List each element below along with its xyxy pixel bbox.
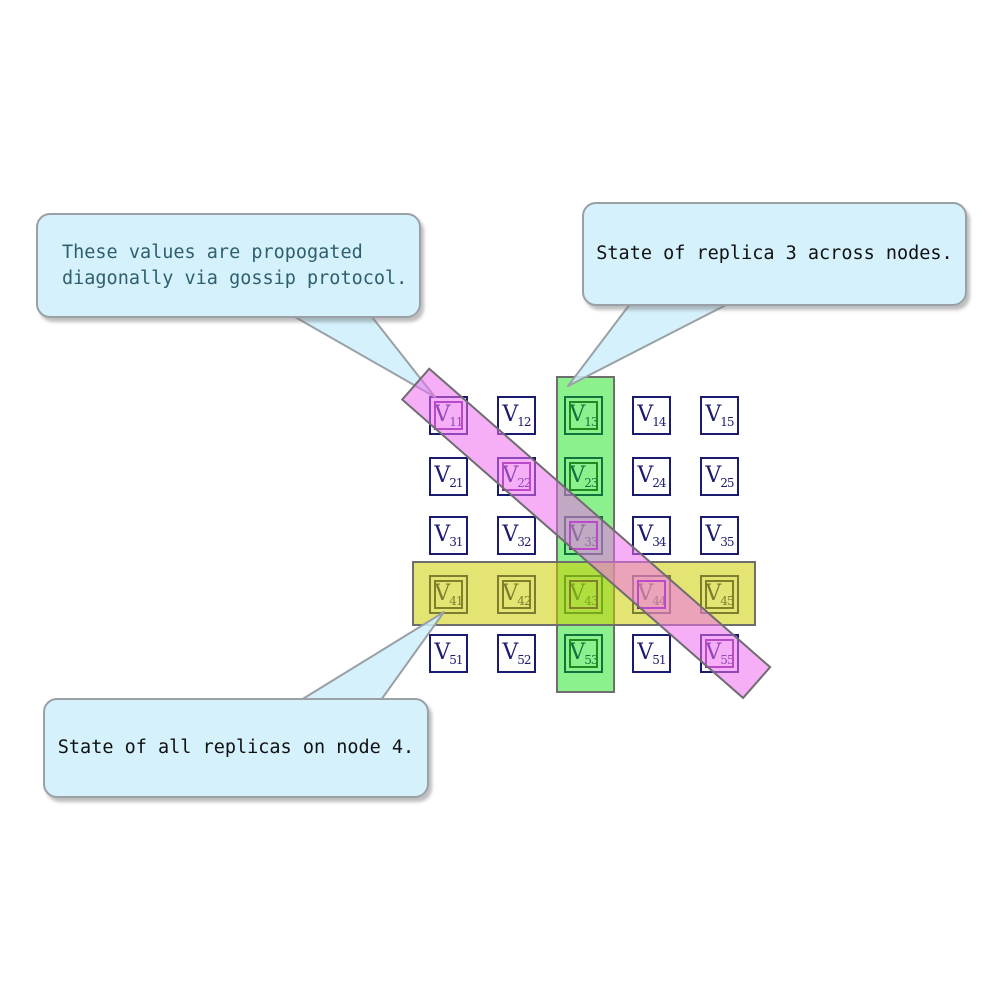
matrix-cell-r3c4: V34 <box>632 516 671 555</box>
matrix-cell-r2c5: V25 <box>700 457 739 496</box>
matrix-cell-r2c1: V21 <box>429 457 468 496</box>
replica-callout-tail <box>567 303 729 387</box>
cell-highlight-inner-box <box>502 580 531 609</box>
cell-label: V51 <box>434 639 463 667</box>
cell-label: V31 <box>434 521 463 549</box>
matrix-cell-r3c5: V35 <box>700 516 739 555</box>
callout-replica-3: State of replica 3 across nodes. <box>582 202 967 306</box>
callout-node-4: State of all replicas on node 4. <box>43 698 429 798</box>
cell-label: V32 <box>502 521 531 549</box>
cell-highlight-inner-box <box>569 580 598 609</box>
cell-label: V35 <box>705 521 734 549</box>
cell-highlight-inner-box <box>705 580 734 609</box>
cell-highlight-inner-box <box>569 639 598 668</box>
cell-label: V34 <box>637 521 666 549</box>
callout-replica-line-1: State of replica 3 across nodes. <box>596 243 953 264</box>
callout-gossip-line-1: These values are propogated <box>62 241 363 263</box>
cell-label: V53 <box>569 639 598 667</box>
callout-gossip-protocol: These values are propogated diagonally v… <box>36 213 421 318</box>
matrix-cell-r1c2: V12 <box>497 396 536 435</box>
cell-label: V14 <box>637 401 666 429</box>
cell-label: V13 <box>569 401 598 429</box>
cell-highlight-inner-box <box>569 401 598 430</box>
matrix-cell-r3c2: V32 <box>497 516 536 555</box>
cell-label: V51 <box>637 639 666 667</box>
callout-gossip-line-2: diagonally via gossip protocol. <box>62 267 408 289</box>
matrix-cell-r2c4: V24 <box>632 457 671 496</box>
cell-highlight-inner-box <box>434 580 463 609</box>
matrix-cell-r1c4: V14 <box>632 396 671 435</box>
matrix-cell-r5c1: V51 <box>429 634 468 673</box>
callout-node-line-1: State of all replicas on node 4. <box>57 737 415 758</box>
cell-label: V21 <box>434 462 463 490</box>
cell-label: V24 <box>637 462 666 490</box>
cell-label: V52 <box>502 639 531 667</box>
cell-label: V25 <box>705 462 734 490</box>
matrix-cell-r3c1: V31 <box>429 516 468 555</box>
cell-label: V23 <box>569 462 598 490</box>
cell-highlight-inner-box <box>569 462 598 491</box>
cell-label: V15 <box>705 401 734 429</box>
matrix-cell-r5c4: V51 <box>632 634 671 673</box>
matrix-cell-r5c2: V52 <box>497 634 536 673</box>
cell-label: V12 <box>502 401 531 429</box>
matrix-cell-r1c5: V15 <box>700 396 739 435</box>
